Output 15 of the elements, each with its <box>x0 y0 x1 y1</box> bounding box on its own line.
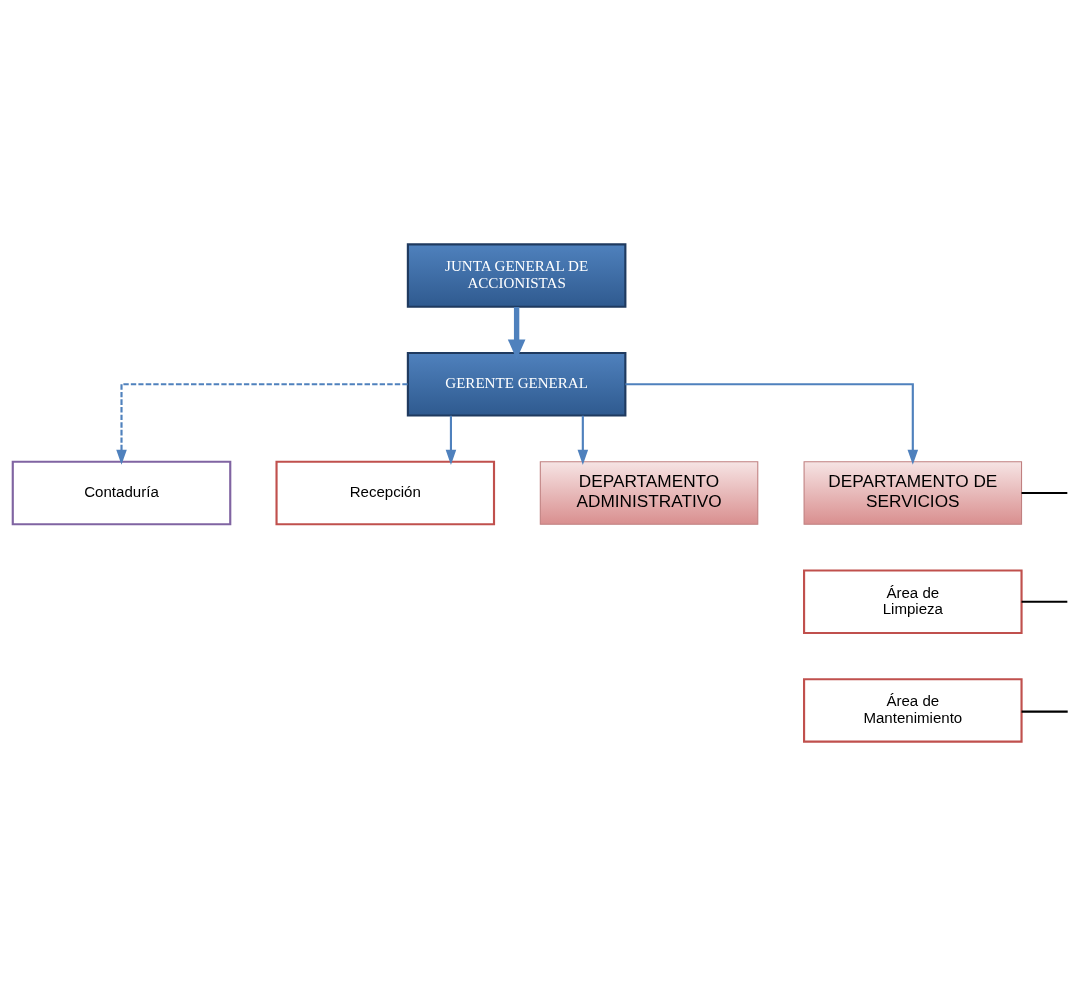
arrow <box>625 383 919 465</box>
connector <box>1021 600 1068 603</box>
node-box: Área de Limpieza <box>803 569 1023 635</box>
node-box: DEPARTAMENTO DE SERVICIOS <box>803 461 1023 525</box>
node-box: Área de Mantenimiento <box>803 678 1023 743</box>
node-box: DEPARTAMENTO ADMINISTRATIVO <box>539 461 759 525</box>
node-box: Contaduría <box>11 460 232 526</box>
arrow <box>116 383 408 465</box>
node-box: GERENTE GENERAL <box>406 351 627 417</box>
connector <box>1021 491 1068 495</box>
node-box: JUNTA GENERAL DE ACCIONISTAS <box>406 243 627 308</box>
arrow <box>445 415 457 465</box>
node-box: Recepción <box>275 460 496 526</box>
arrow <box>577 415 589 465</box>
connector <box>1021 710 1068 713</box>
